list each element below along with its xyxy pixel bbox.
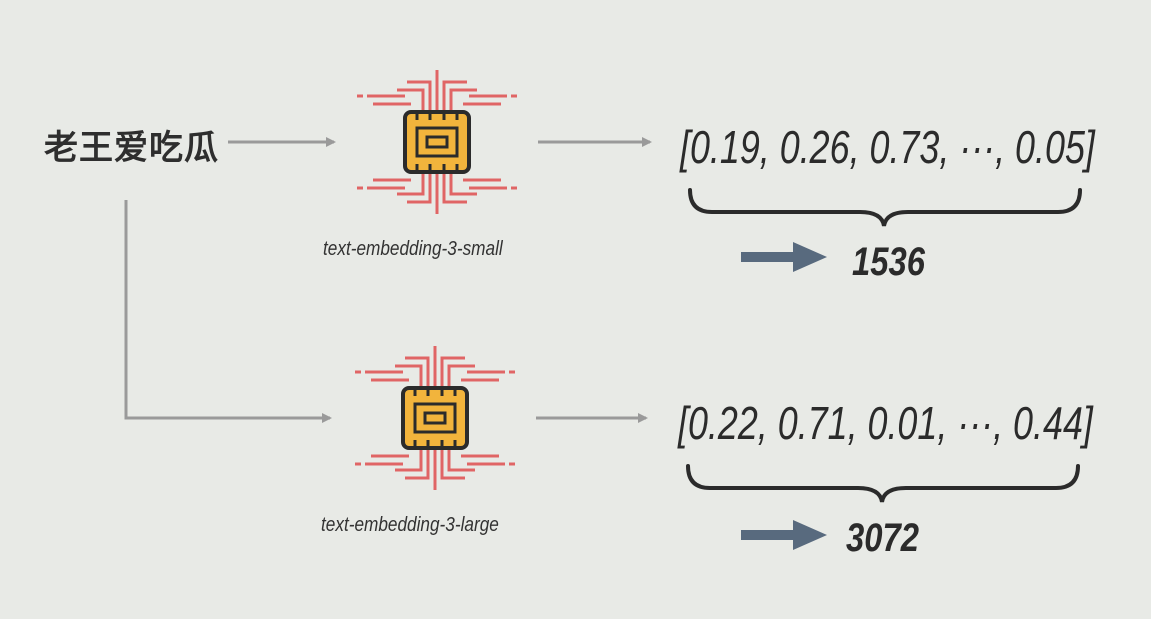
chip-icon	[357, 70, 517, 214]
dimension-value-small: 1536	[852, 240, 925, 284]
brace-small	[688, 188, 1082, 227]
arrow-input-to-large	[124, 200, 332, 423]
vector-output-large: [0.22, 0.71, 0.01, ···, 0.44]	[678, 397, 1093, 449]
model-label-large: text-embedding-3-large	[321, 514, 499, 536]
model-label-small: text-embedding-3-small	[323, 238, 503, 260]
dimension-arrow-small	[741, 242, 827, 272]
brace-large	[686, 464, 1080, 503]
vector-output-small: [0.19, 0.26, 0.73, ···, 0.05]	[680, 121, 1095, 173]
chip-icon	[355, 346, 515, 490]
input-text: 老王爱吃瓜	[44, 128, 219, 168]
dimension-arrow-large	[741, 520, 827, 550]
dimension-value-large: 3072	[846, 516, 919, 560]
